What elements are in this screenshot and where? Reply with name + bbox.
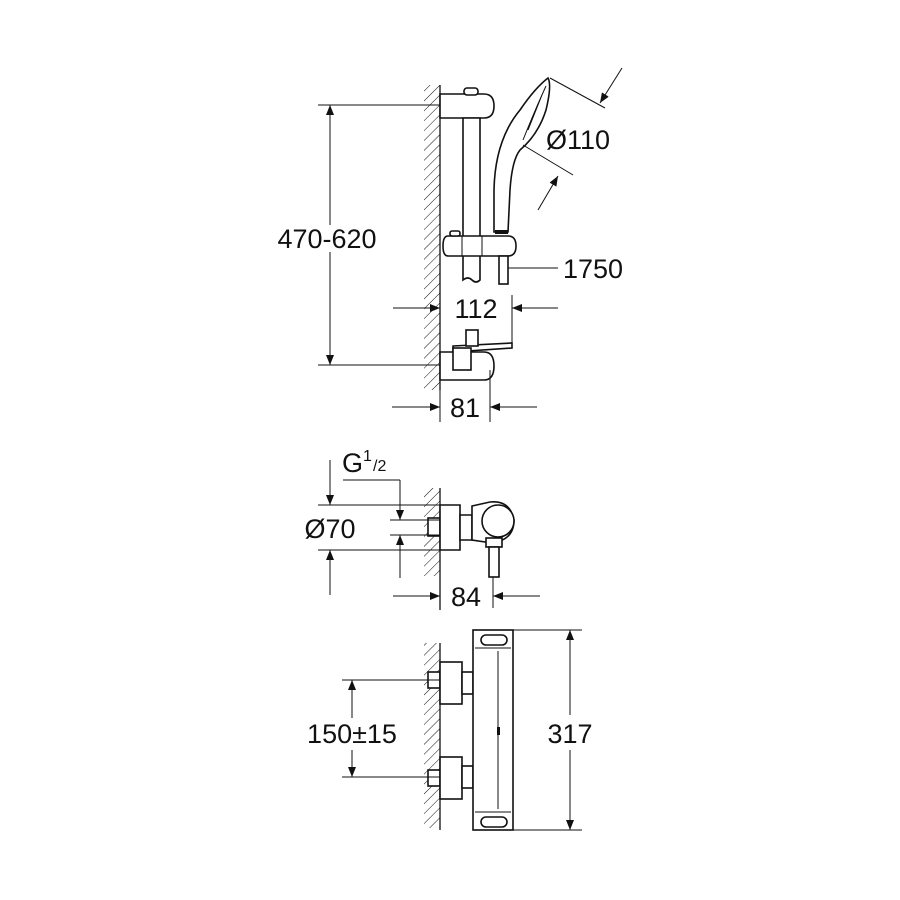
thermostat-front-view: 150±15 317 — [307, 629, 593, 831]
hose — [498, 255, 509, 285]
top-bracket-cap — [463, 87, 479, 96]
dim-body-diameter: Ø70 — [304, 514, 355, 544]
dim-body-height: 317 — [547, 719, 592, 749]
handshower — [493, 76, 551, 233]
dim-handshower-diameter: Ø110 — [546, 125, 610, 155]
wall-hatching — [424, 85, 440, 390]
dim-inlet-spacing: 150±15 — [307, 719, 397, 749]
thermostat-side-view: G 1 /2 Ø70 84 — [304, 448, 540, 612]
top-handle — [480, 634, 508, 646]
rail-bar — [462, 117, 481, 283]
rail-set-view: 470-620 Ø110 1750 112 81 — [277, 67, 623, 423]
dim-height-range: 470-620 — [277, 224, 376, 254]
wall-hatching — [424, 643, 440, 828]
dim-bracket-projection: 81 — [450, 393, 480, 423]
top-bracket — [439, 93, 495, 119]
dim-slider-projection: 112 — [454, 294, 497, 324]
dim-thread-numerator: 1 — [363, 448, 372, 465]
dim-thread-letter: G — [342, 448, 363, 478]
bottom-handle — [480, 816, 508, 828]
slider — [442, 235, 517, 257]
dim-side-projection: 84 — [451, 582, 481, 612]
dim-hose-length: 1750 — [563, 254, 623, 284]
dim-thread-denominator: /2 — [373, 458, 386, 475]
thermostat-body — [472, 629, 514, 831]
